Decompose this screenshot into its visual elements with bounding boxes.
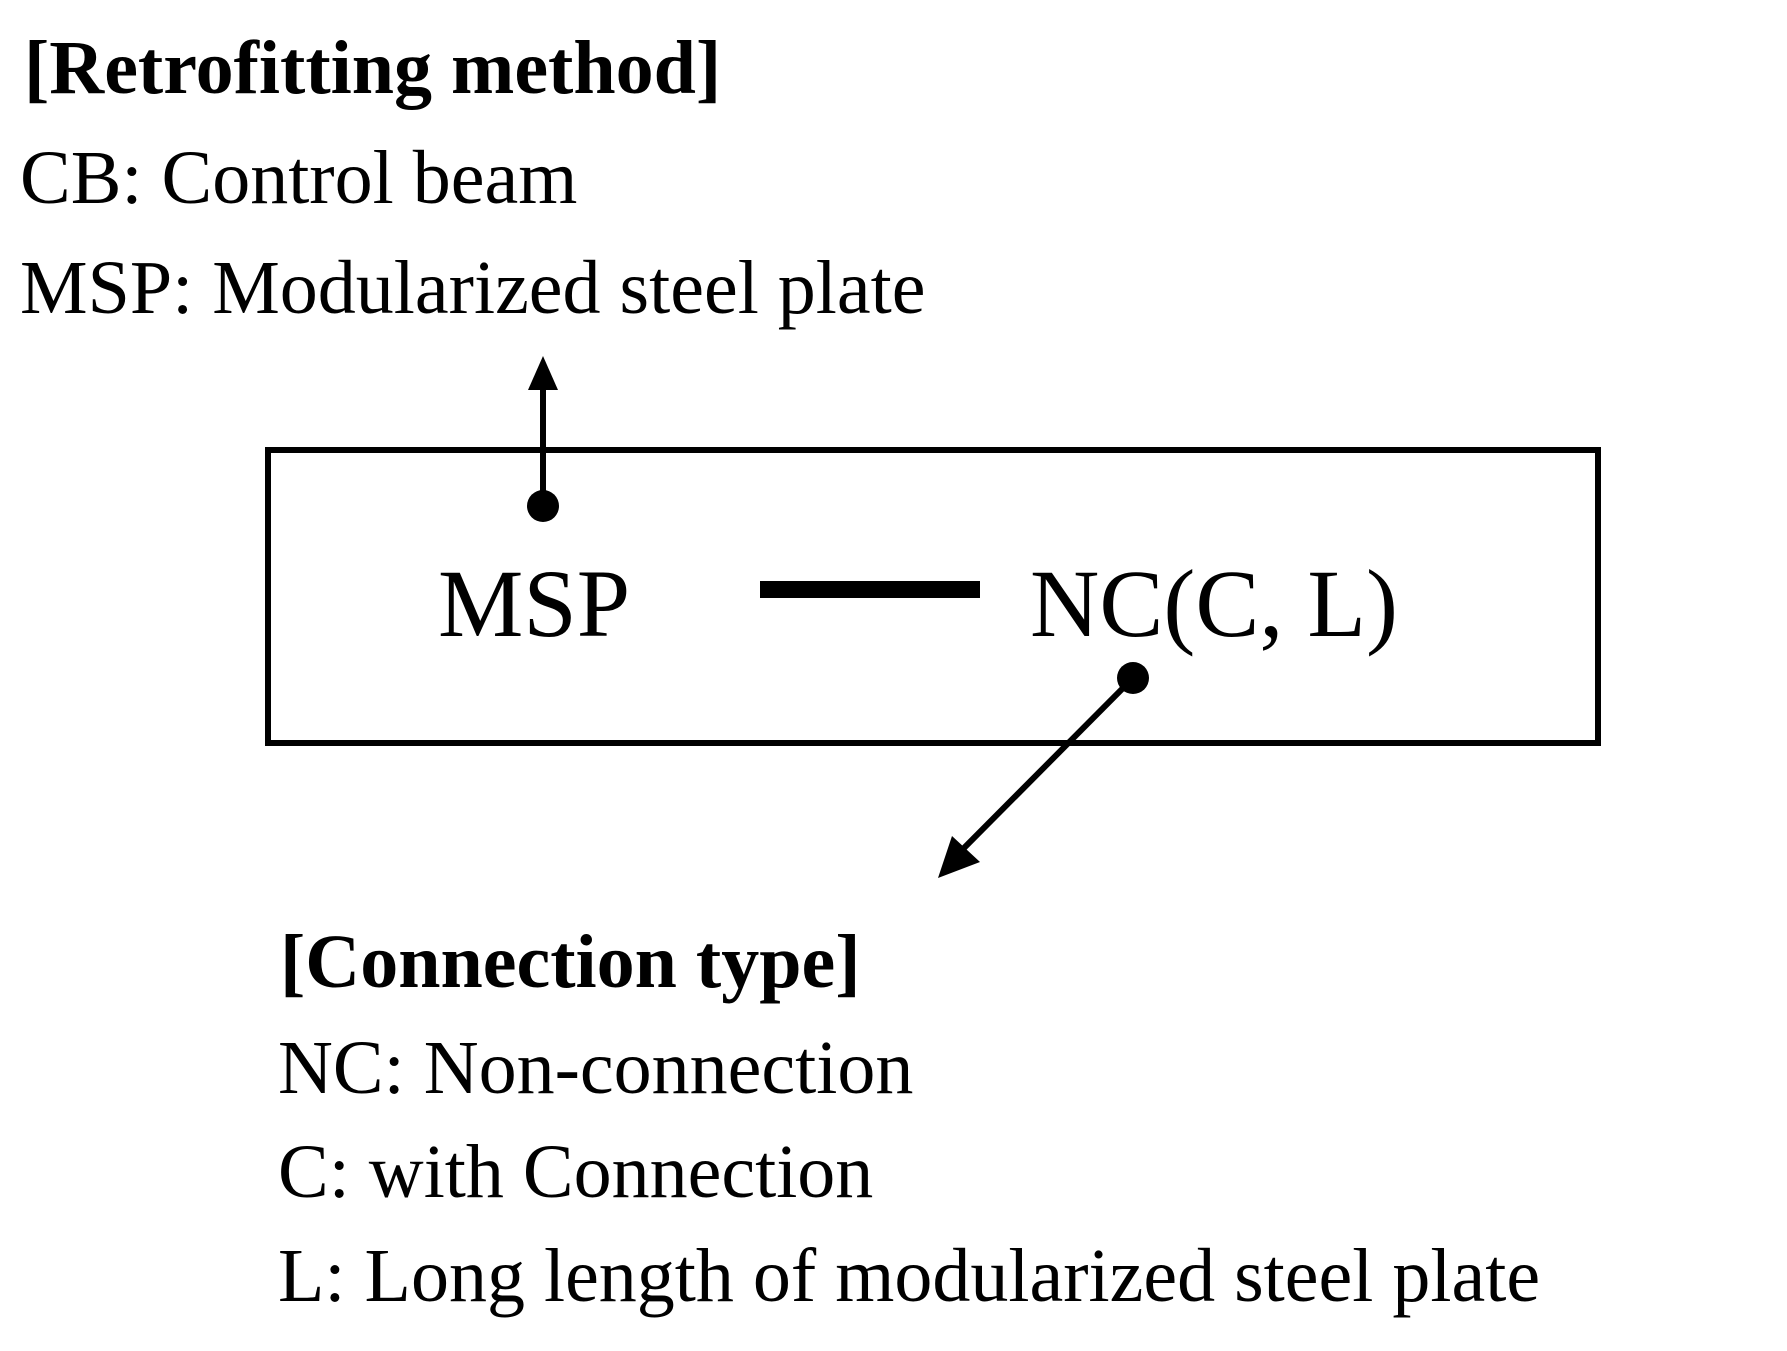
method-code-label: MSP bbox=[438, 550, 631, 657]
connection-arrowhead bbox=[938, 836, 980, 878]
method-arrow-origin-dot bbox=[527, 490, 559, 522]
code-separator-dash bbox=[760, 581, 980, 598]
connection-item-c: C: with Connection bbox=[278, 1130, 874, 1214]
connection-type-heading: [Connection type] bbox=[280, 920, 861, 1004]
connection-code-label: NC(C, L) bbox=[1030, 550, 1398, 657]
retrofitting-method-heading: [Retrofitting method] bbox=[24, 26, 722, 110]
retrofitting-item-cb: CB: Control beam bbox=[20, 136, 578, 220]
connection-item-nc: NC: Non-connection bbox=[278, 1026, 914, 1110]
retrofitting-item-msp: MSP: Modularized steel plate bbox=[20, 246, 926, 330]
connection-item-l: L: Long length of modularized steel plat… bbox=[278, 1234, 1541, 1318]
connection-arrow-origin-dot bbox=[1117, 662, 1149, 694]
method-arrowhead bbox=[528, 356, 558, 390]
connection-arrow bbox=[959, 675, 1136, 853]
specimen-box bbox=[265, 447, 1601, 746]
